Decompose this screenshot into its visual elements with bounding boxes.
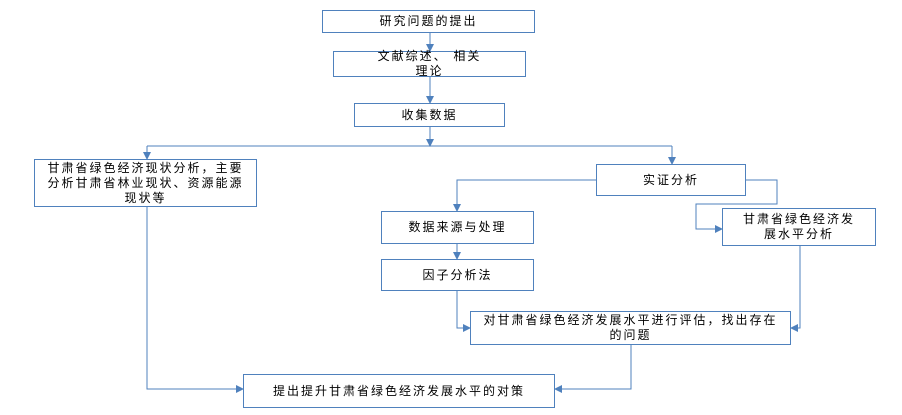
- arrow-evaluation-to-countermeasures: [554, 345, 632, 393]
- arrow-factor-to-evaluation: [456, 291, 471, 332]
- node-status-analysis: 甘肃省绿色经济现状分析，主要分析甘肃省林业现状、资源能源现状等: [34, 159, 257, 207]
- node-data-collection: 收集数据: [354, 103, 505, 127]
- node-literature-review: 文献综述、 相关理论: [333, 49, 526, 78]
- arrow-empirical-to-datasource: [453, 179, 596, 212]
- node-development-level: 甘肃省绿色经济发展水平分析: [722, 208, 876, 246]
- arrow-status-to-countermeasures: [146, 207, 244, 393]
- node-evaluation: 对甘肃省绿色经济发展水平进行评估，找出存在的问题: [470, 311, 791, 345]
- arrow-devlevel-to-evaluation: [790, 246, 801, 332]
- node-countermeasures: 提出提升甘肃省绿色经济发展水平的对策: [243, 374, 555, 408]
- node-empirical-analysis: 实证分析: [596, 164, 746, 196]
- node-research-question: 研究问题的提出: [322, 10, 535, 33]
- arrow-empirical-to-devlevel: [695, 179, 778, 233]
- node-data-source: 数据来源与处理: [381, 211, 534, 244]
- node-factor-analysis: 因子分析法: [381, 259, 534, 291]
